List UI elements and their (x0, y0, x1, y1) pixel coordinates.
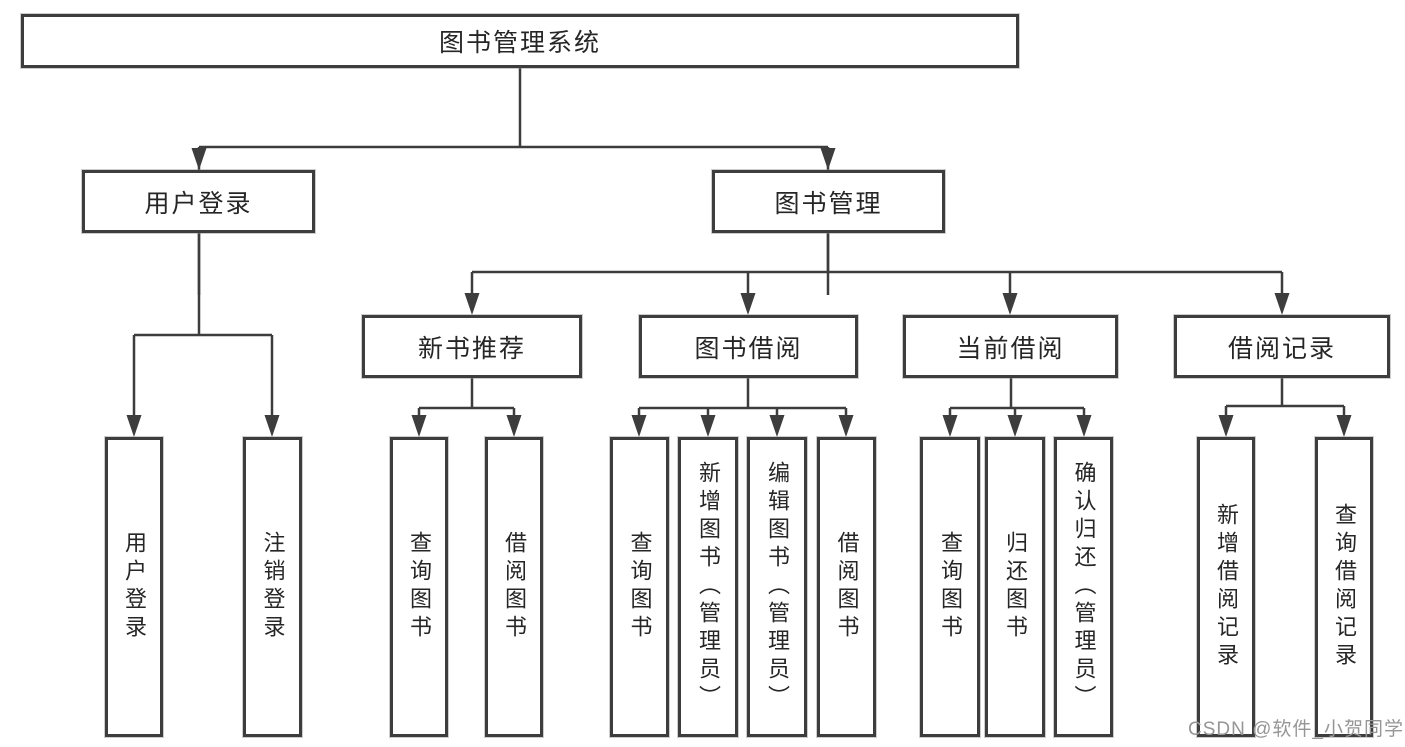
node-br-query-record: 查询借阅记录 (1315, 437, 1373, 737)
node-book-mgmt-label: 图书管理 (774, 189, 883, 218)
node-logout-action: 注销登录 (243, 437, 302, 737)
node-cb-return-book-label: 归还图书 (1003, 531, 1028, 643)
node-rec-query-book: 查询图书 (390, 437, 448, 737)
node-book-borrow-label: 图书借阅 (694, 334, 803, 363)
node-rec-borrow-book: 借阅图书 (485, 437, 543, 737)
node-bb-add-book-label: 新增图书（管理员） (696, 461, 721, 713)
node-br-add-record: 新增借阅记录 (1197, 437, 1255, 737)
node-logout-action-label: 注销登录 (260, 531, 286, 643)
node-user-login-action: 用户登录 (105, 437, 163, 737)
node-new-book-rec: 新书推荐 (362, 315, 582, 378)
node-current-borrow-label: 当前借阅 (956, 334, 1065, 363)
node-br-add-record-label: 新增借阅记录 (1214, 503, 1239, 671)
csdn-watermark: CSDN @软件_小贺同学 (1188, 719, 1404, 740)
node-bb-query-book-label: 查询图书 (627, 531, 653, 643)
node-user-login: 用户登录 (82, 170, 315, 233)
node-rec-borrow-book-label: 借阅图书 (502, 531, 527, 643)
node-cb-return-book: 归还图书 (985, 437, 1045, 737)
node-root-label: 图书管理系统 (438, 29, 601, 57)
node-borrow-records-label: 借阅记录 (1227, 334, 1336, 363)
node-cb-confirm-return: 确认归还（管理员） (1054, 437, 1113, 737)
node-rec-query-book-label: 查询图书 (407, 531, 432, 643)
node-cb-query-book-label: 查询图书 (938, 531, 963, 643)
node-borrow-records: 借阅记录 (1174, 315, 1390, 378)
node-new-book-rec-label: 新书推荐 (417, 334, 526, 363)
node-bb-query-book: 查询图书 (610, 437, 669, 737)
node-br-query-record-label: 查询借阅记录 (1332, 503, 1357, 671)
node-bb-add-book: 新增图书（管理员） (678, 437, 738, 737)
node-cb-confirm-return-label: 确认归还（管理员） (1071, 461, 1097, 713)
node-cb-query-book: 查询图书 (920, 437, 980, 737)
node-user-login-action-label: 用户登录 (122, 531, 147, 643)
node-bb-borrow-book-label: 借阅图书 (834, 531, 860, 643)
node-bb-borrow-book: 借阅图书 (817, 437, 876, 737)
node-book-borrow: 图书借阅 (639, 315, 858, 378)
node-book-mgmt: 图书管理 (712, 170, 945, 233)
node-current-borrow: 当前借阅 (903, 315, 1118, 378)
node-user-login-label: 用户登录 (144, 189, 253, 218)
node-root: 图书管理系统 (21, 14, 1019, 68)
node-bb-edit-book-label: 编辑图书（管理员） (765, 461, 790, 713)
node-bb-edit-book: 编辑图书（管理员） (747, 437, 807, 737)
